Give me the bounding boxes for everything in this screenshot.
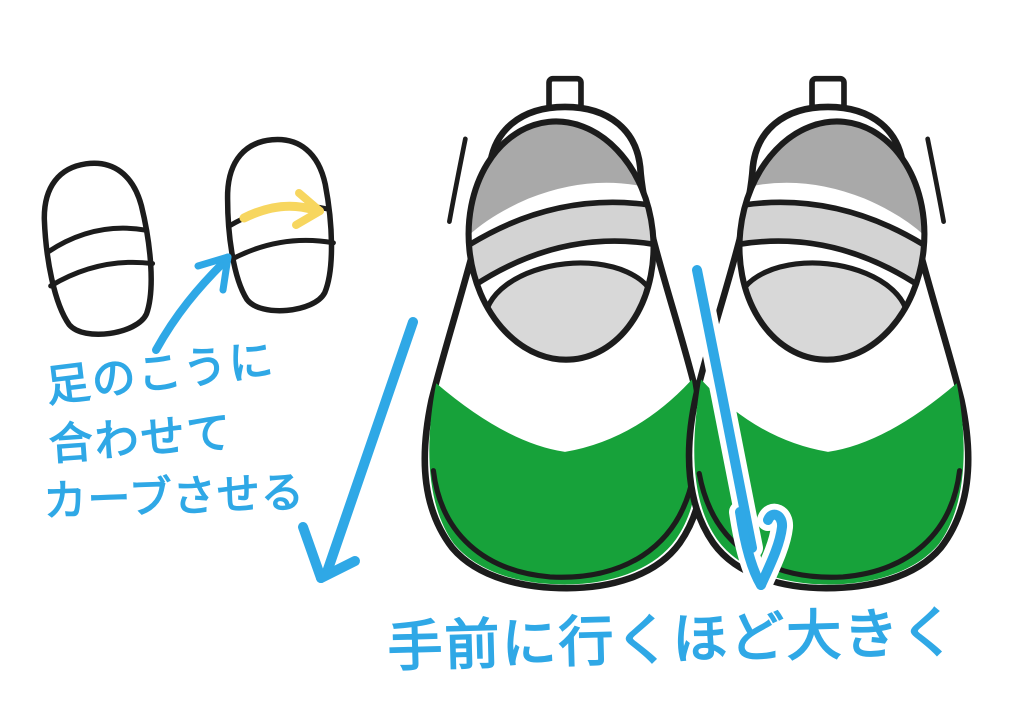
right-down-arrow bbox=[692, 265, 787, 590]
strap-top-line bbox=[466, 199, 652, 248]
mini-strap-line-2 bbox=[48, 259, 156, 289]
sketch-accent-line bbox=[447, 136, 468, 224]
shoe-left bbox=[421, 75, 708, 592]
yellow-curve-arrow bbox=[239, 189, 324, 229]
sole-line bbox=[430, 468, 697, 580]
left-down-arrow bbox=[298, 317, 418, 583]
small-blue-arrow bbox=[152, 253, 232, 354]
shoe-opening bbox=[456, 112, 666, 369]
curve-note-line2: 合わせて bbox=[47, 407, 234, 471]
size-note: 手前に行くほど大きく bbox=[387, 600, 958, 679]
mini-sketch-left bbox=[41, 160, 156, 337]
strap-bottom-line bbox=[471, 238, 656, 289]
mini-sketch-right bbox=[212, 130, 348, 320]
mini-outline bbox=[41, 160, 154, 337]
curve-note-line3: カーブさせる bbox=[43, 468, 306, 527]
toe-cap bbox=[429, 379, 699, 585]
mini-strap-line-1 bbox=[45, 225, 149, 255]
opening-rim bbox=[465, 118, 657, 363]
